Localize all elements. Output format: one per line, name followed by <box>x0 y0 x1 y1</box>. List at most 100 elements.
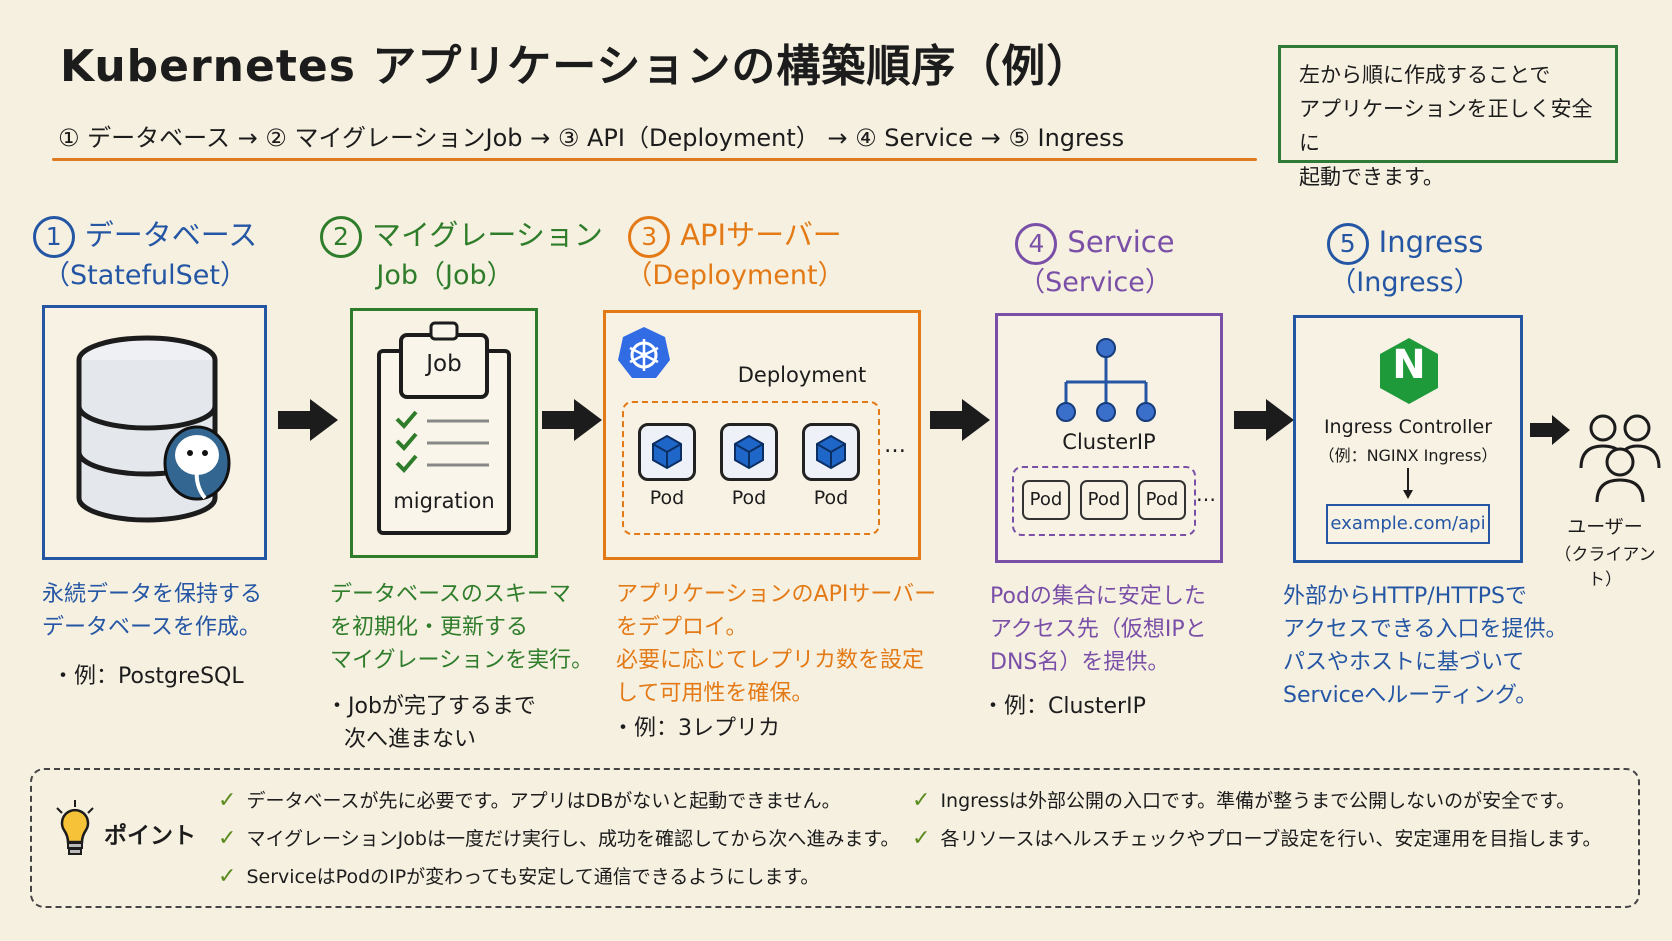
service-card: ClusterIP Pod Pod Pod … <box>995 313 1223 563</box>
ingress-controller-example: （例：NGINX Ingress） <box>1318 446 1498 465</box>
desc-line: 必要に応じてレプリカ数を設定 <box>616 648 925 673</box>
point-text: 各リソースはヘルスチェックやプローブ設定を行い、安定運用を目指します。 <box>940 828 1602 850</box>
flow-summary: ① データベース → ② マイグレーションJob → ③ API（Deploym… <box>58 124 1125 152</box>
step-number: 4 <box>1015 223 1058 265</box>
migration-label: migration <box>393 489 495 513</box>
pod-icon <box>638 423 696 481</box>
pod-box: Pod <box>1022 480 1070 520</box>
check-icon: ✓ <box>912 826 931 851</box>
step-3-header: 3 APIサーバー （Deployment） <box>600 215 870 294</box>
database-icon <box>76 335 231 523</box>
right-arrow-icon <box>1234 399 1294 441</box>
step-number: 5 <box>1326 223 1369 265</box>
pod-box: Pod <box>1138 480 1186 520</box>
desc-line: アクセス先（仮想IPと <box>990 617 1207 642</box>
step-title: APIサーバー <box>680 218 842 252</box>
step-3-example: ・例：3レプリカ <box>612 716 780 741</box>
step-title: データベース <box>84 218 258 252</box>
check-icon: ✓ <box>218 788 237 813</box>
pod-icon <box>720 423 778 481</box>
desc-line: Serviceへルーティング。 <box>1283 683 1538 708</box>
step-1-description: 永続データを保持する データベースを作成。 <box>42 578 262 644</box>
step-subtitle: Job（Job） <box>376 260 514 291</box>
desc-line: 永続データを保持する <box>42 582 263 607</box>
desc-line: アプリケーションのAPIサーバー <box>616 582 937 607</box>
step-subtitle: （Service） <box>1018 267 1172 298</box>
step-number: 3 <box>628 216 671 258</box>
desc-line: アクセスできる入口を提供。 <box>1283 617 1568 642</box>
migration-job-card: Job migration <box>350 308 538 558</box>
step-1-example: ・例：PostgreSQL <box>52 664 244 689</box>
desc-line: 外部からHTTP/HTTPSで <box>1283 584 1527 609</box>
points-label: ポイント <box>104 823 196 849</box>
point-text: マイグレーションJobは一度だけ実行し、成功を確認してから次へ進みます。 <box>246 828 900 850</box>
pod-label: Pod <box>649 487 685 509</box>
right-arrow-icon <box>278 399 338 441</box>
replica-set-box: Pod Pod Pod <box>622 401 880 535</box>
note-line: 左から順に作成することで <box>1299 63 1551 87</box>
page-title: Kubernetes アプリケーションの構築順序（例） <box>60 41 1092 92</box>
point-item: ✓ ServiceはPodのIPが変わっても安定して通信できるようにします。 <box>218 862 819 889</box>
step-5-description: 外部からHTTP/HTTPSで アクセスできる入口を提供。 パスやホストに基づい… <box>1283 580 1567 712</box>
note-line: 次へ進まない <box>344 727 477 752</box>
clipboard-icon <box>377 321 511 535</box>
nginx-logo-icon <box>1380 338 1438 404</box>
note-line: 起動できます。 <box>1299 165 1444 189</box>
point-item: ✓ Ingressは外部公開の入口です。準備が整うまで公開しないのが安全です。 <box>912 786 1575 813</box>
pod-label: Pod <box>731 487 767 509</box>
note-line: アプリケーションを正しく安全に <box>1299 97 1593 155</box>
pod-box: Pod <box>1080 480 1128 520</box>
check-icon: ✓ <box>218 864 237 889</box>
user-label: ユーザー <box>1567 516 1643 538</box>
point-text: Ingressは外部公開の入口です。準備が整うまで公開しないのが安全です。 <box>940 790 1576 812</box>
users-icon <box>1579 414 1661 502</box>
ingress-url-box: example.com/api <box>1326 504 1490 544</box>
job-label: Job <box>426 351 462 377</box>
postgresql-icon <box>163 425 231 501</box>
pod-icon <box>802 423 860 481</box>
more-pods-ellipsis: … <box>1196 482 1216 506</box>
step-subtitle: （Ingress） <box>1329 267 1481 298</box>
desc-line: Podの集合に安定した <box>990 584 1206 609</box>
step-4-example: ・例：ClusterIP <box>982 694 1146 719</box>
check-icon: ✓ <box>912 788 931 813</box>
right-arrow-icon <box>542 399 602 441</box>
desc-line: をデプロイ。 <box>616 615 748 640</box>
desc-line: データベースを作成。 <box>42 615 261 640</box>
step-title: Service <box>1067 225 1175 259</box>
deployment-card: Deployment Pod Pod Pod … <box>603 310 921 560</box>
step-1-header: 1 データベース （StatefulSet） <box>20 215 270 294</box>
step-3-description: アプリケーションのAPIサーバー をデプロイ。 必要に応じてレプリカ数を設定 し… <box>616 578 936 710</box>
check-icon: ✓ <box>218 826 237 851</box>
clusterip-label: ClusterIP <box>1062 430 1156 454</box>
pod-label: Pod <box>813 487 849 509</box>
step-2-description: データベースのスキーマ を初期化・更新する マイグレーションを実行。 <box>330 578 593 677</box>
desc-line: して可用性を確保。 <box>616 681 814 706</box>
step-title: マイグレーション <box>372 218 603 252</box>
ingress-card: N Ingress Controller （例：NGINX Ingress） e… <box>1293 315 1523 563</box>
point-item: ✓ マイグレーションJobは一度だけ実行し、成功を確認してから次へ進みます。 <box>218 824 900 851</box>
step-5-header: 5 Ingress （Ingress） <box>1285 222 1525 301</box>
ingress-controller-label: Ingress Controller <box>1323 416 1493 438</box>
service-pods-box: Pod Pod Pod <box>1012 466 1196 536</box>
step-title: Ingress <box>1378 225 1484 259</box>
desc-line: DNS名）を提供。 <box>990 650 1170 675</box>
step-number: 1 <box>32 216 75 258</box>
lightbulb-icon <box>56 800 94 855</box>
step-subtitle: （StatefulSet） <box>43 260 247 291</box>
point-text: ServiceはPodのIPが変わっても安定して通信できるようにします。 <box>246 866 820 888</box>
point-text: データベースが先に必要です。アプリはDBがないと起動できません。 <box>246 790 841 812</box>
desc-line: パスやホストに基づいて <box>1283 650 1525 675</box>
step-4-header: 4 Service （Service） <box>970 222 1220 301</box>
desc-line: を初期化・更新する <box>330 615 529 640</box>
note-line: ・Jobが完了するまで <box>326 694 536 719</box>
desc-line: データベースのスキーマ <box>330 582 571 607</box>
step-subtitle: （Deployment） <box>625 260 845 291</box>
desc-line: マイグレーションを実行。 <box>330 648 594 673</box>
database-card <box>42 305 267 560</box>
nginx-logo-letter: N <box>1392 342 1426 388</box>
deployment-label: Deployment <box>737 363 867 387</box>
point-item: ✓ 各リソースはヘルスチェックやプローブ設定を行い、安定運用を目指します。 <box>912 824 1601 851</box>
right-arrow-icon <box>1530 415 1570 445</box>
